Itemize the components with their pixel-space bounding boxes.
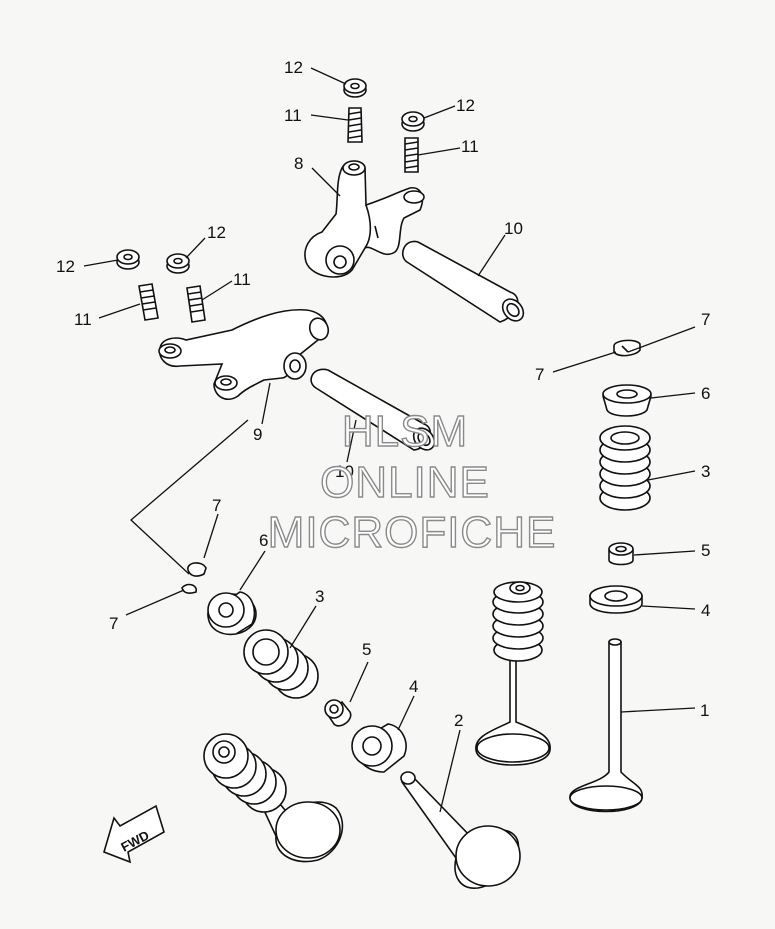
- callout-10: 10: [335, 462, 354, 481]
- rocker-shaft-part: [402, 240, 525, 323]
- intake-valve-part: [400, 771, 521, 889]
- callout-7: 7: [212, 496, 221, 515]
- watermark-line-2: ONLINE: [320, 458, 490, 507]
- watermark-line-3: MICROFICHE: [268, 508, 557, 557]
- callout-12: 12: [56, 257, 75, 276]
- valve-spring-assembly-part: [475, 581, 551, 766]
- callout-4: 4: [409, 677, 418, 696]
- callout-11: 11: [74, 310, 92, 329]
- rocker-arm-part: [304, 160, 425, 278]
- callout-8: 8: [294, 154, 303, 173]
- leader-lines: [83, 67, 696, 813]
- adjusting-screw-part: [186, 285, 206, 323]
- adjusting-screw-part: [138, 283, 159, 321]
- callout-7: 7: [701, 310, 710, 329]
- exhaust-valve-part: [569, 638, 643, 813]
- valve-cotter-part: [181, 562, 207, 594]
- callout-12: 12: [284, 58, 303, 77]
- callout-3: 3: [315, 587, 324, 606]
- valve-spring-assembly-part: [203, 733, 344, 863]
- nut-part: [116, 249, 140, 270]
- rocker-arm-part: [158, 308, 330, 400]
- callout-11: 11: [233, 270, 251, 289]
- callout-12: 12: [456, 96, 475, 115]
- watermark: HLSM ONLINE MICROFICHE: [267, 406, 557, 557]
- valve-cotter-part: [613, 339, 641, 357]
- valve-spring-part: [243, 629, 319, 699]
- spring-seat-part: [351, 723, 407, 773]
- callout-7: 7: [535, 365, 544, 384]
- callout-numbers: 12 11 12 11 8 10 12 12 11 11 9 10 7 7 6 …: [56, 58, 710, 730]
- callout-11: 11: [284, 106, 302, 125]
- rocker-shaft-part: [310, 368, 436, 451]
- callout-9: 9: [253, 425, 262, 444]
- callout-2: 2: [454, 711, 463, 730]
- callout-5: 5: [701, 541, 710, 560]
- callout-12: 12: [207, 223, 226, 242]
- spring-retainer-part: [207, 591, 257, 636]
- valve-spring-part: [599, 425, 651, 511]
- callout-4: 4: [701, 601, 710, 620]
- spring-retainer-part: [602, 384, 652, 417]
- stem-seal-part: [608, 542, 634, 566]
- callout-3: 3: [701, 462, 710, 481]
- adjusting-screw-part: [347, 107, 363, 143]
- callout-5: 5: [362, 640, 371, 659]
- stem-seal-part: [324, 699, 352, 727]
- callout-10: 10: [504, 219, 523, 238]
- nut-part: [166, 253, 190, 274]
- callout-1: 1: [700, 701, 709, 720]
- nut-part: [343, 78, 367, 98]
- forward-arrow-icon: FWD: [103, 804, 165, 864]
- callout-6: 6: [259, 531, 268, 550]
- callout-11: 11: [461, 137, 479, 156]
- callout-6: 6: [701, 384, 710, 403]
- nut-part: [401, 111, 425, 132]
- adjusting-screw-part: [404, 137, 419, 173]
- spring-seat-part: [589, 585, 643, 614]
- callout-7: 7: [109, 614, 118, 633]
- watermark-line-1: HLSM: [342, 407, 468, 456]
